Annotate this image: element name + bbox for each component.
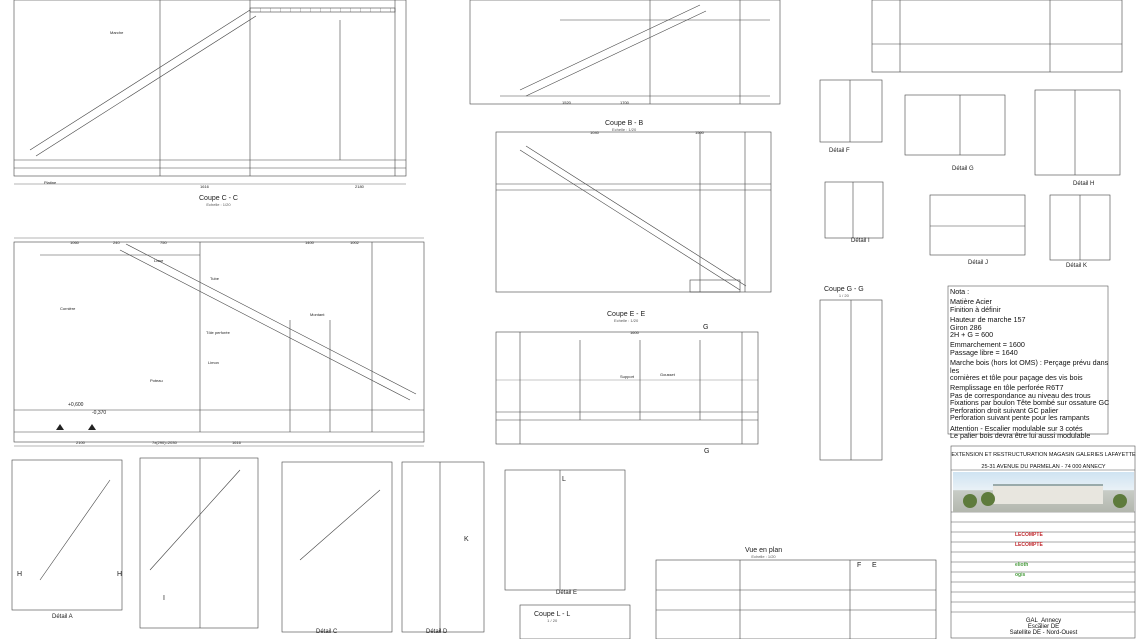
label-limon: Limon xyxy=(208,360,219,365)
dim-2: 240 xyxy=(113,240,120,245)
marker-f: F xyxy=(857,562,862,569)
dim-11: 1500 xyxy=(695,130,704,135)
dim-5: 1400 xyxy=(305,240,314,245)
label-montant: Montant xyxy=(310,312,325,317)
level-label-1: +0,600 xyxy=(68,402,84,408)
nota-block: Nota : Matière Acier Finition à définir … xyxy=(950,288,1110,442)
detail-e-caption: Détail E xyxy=(556,590,578,596)
marker-i: I xyxy=(163,595,165,602)
detail-j-caption: Détail J xyxy=(968,260,989,266)
label-corniere: Cornière xyxy=(60,306,76,311)
nota-para-6: Attention - Escalier modulable sur 3 cot… xyxy=(950,423,1091,440)
dim-1: 1060 xyxy=(70,240,79,245)
dim-4: 1616 xyxy=(232,440,241,445)
section-bb-drawing xyxy=(469,0,781,105)
nota-para-1: Matière Acier Finition à définir xyxy=(950,297,1001,314)
nota-para-2: Hauteur de marche 157 Giron 286 2H + G =… xyxy=(950,315,1026,340)
nota-para-5: Remplissage en tôle perforée R6T7 Pas de… xyxy=(950,383,1110,423)
nota-para-3: Emmarchement = 1600 Passage libre = 1640 xyxy=(950,340,1025,357)
sheet-frames xyxy=(947,285,1136,639)
section-ee-landing-drawing xyxy=(495,331,759,445)
detail-a-caption: Détail A xyxy=(52,614,73,620)
label-gousset: Gousset xyxy=(660,372,675,377)
dim-7: 2100 xyxy=(76,440,85,445)
detail-i-caption: Détail I xyxy=(851,238,870,244)
detail-h-caption: Détail H xyxy=(1073,181,1095,187)
dim-12: 1600 xyxy=(630,330,639,335)
dim-6: 1002 xyxy=(350,240,359,245)
nota-para-4: Marche bois (hors lot OMS) : Perçage pré… xyxy=(950,358,1109,383)
detail-d-caption: Détail D xyxy=(426,629,448,635)
marker-k: K xyxy=(464,536,469,543)
title-block-project-name: GAL_Annecy Escalier DE Satellite DE - No… xyxy=(1009,618,1078,637)
dim-9: 2180 xyxy=(355,184,364,189)
level-label-2: -0,370 xyxy=(92,410,107,416)
label-tube: Tube xyxy=(210,276,219,281)
label-marche: Marche xyxy=(110,30,124,35)
detail-c-caption: Détail C xyxy=(316,629,338,635)
brand-logo-4: ogis xyxy=(1015,572,1026,578)
rendering-tree xyxy=(981,492,995,506)
detail-f-caption: Détail F xyxy=(829,148,850,154)
title-block-project-line1: EXTENSION ET RESTRUCTURATION MAGASIN GAL… xyxy=(951,452,1136,458)
label-platine: Platine xyxy=(44,180,57,185)
label-tole: Tôle perforée xyxy=(206,330,230,335)
rendering-building xyxy=(993,484,1103,504)
brand-logo-3: elioth xyxy=(1015,562,1029,568)
top-right-drawings xyxy=(819,0,1123,461)
section-cc-drawing xyxy=(13,0,407,185)
label-poteau: Poteau xyxy=(150,378,163,383)
brand-logo-2: LECOMPTE xyxy=(1015,542,1043,548)
label-support: Support xyxy=(620,374,635,379)
dim-8: 7x(290)=2030 xyxy=(152,440,177,445)
brand-logo-1: LECOMPTE xyxy=(1015,532,1043,538)
marker-g-top: G xyxy=(703,324,709,331)
marker-e: E xyxy=(872,562,877,569)
title-block-project-line2: 25-31 AVENUE DU PARMELAN - 74 000 ANNECY xyxy=(981,464,1106,470)
section-ee-stair-drawing xyxy=(495,131,772,293)
label-lisse: Lisse xyxy=(154,258,164,263)
marker-l: L xyxy=(562,476,566,483)
title-block: EXTENSION ET RESTRUCTURATION MAGASIN GAL… xyxy=(951,448,1136,639)
marker-g-bottom: G xyxy=(704,448,710,455)
rendering-tree xyxy=(1113,494,1127,508)
dim-13: 1616 xyxy=(200,184,209,189)
section-cc2-drawing xyxy=(13,237,425,447)
detail-g-caption: Détail G xyxy=(952,166,974,172)
bottom-detail-drawings xyxy=(11,457,937,639)
detail-k-caption: Détail K xyxy=(1066,263,1088,269)
dim-14: 1520 xyxy=(562,100,571,105)
nota-heading: Nota : xyxy=(950,287,970,296)
dim-15: 1700 xyxy=(620,100,629,105)
marker-h2: H xyxy=(117,571,123,578)
level-markers xyxy=(56,424,96,430)
dim-3: 750 xyxy=(160,240,167,245)
dim-10: 1040 xyxy=(590,130,599,135)
rendering-tree xyxy=(963,494,977,508)
marker-h1: H xyxy=(17,571,23,578)
project-rendering-image xyxy=(953,472,1134,512)
